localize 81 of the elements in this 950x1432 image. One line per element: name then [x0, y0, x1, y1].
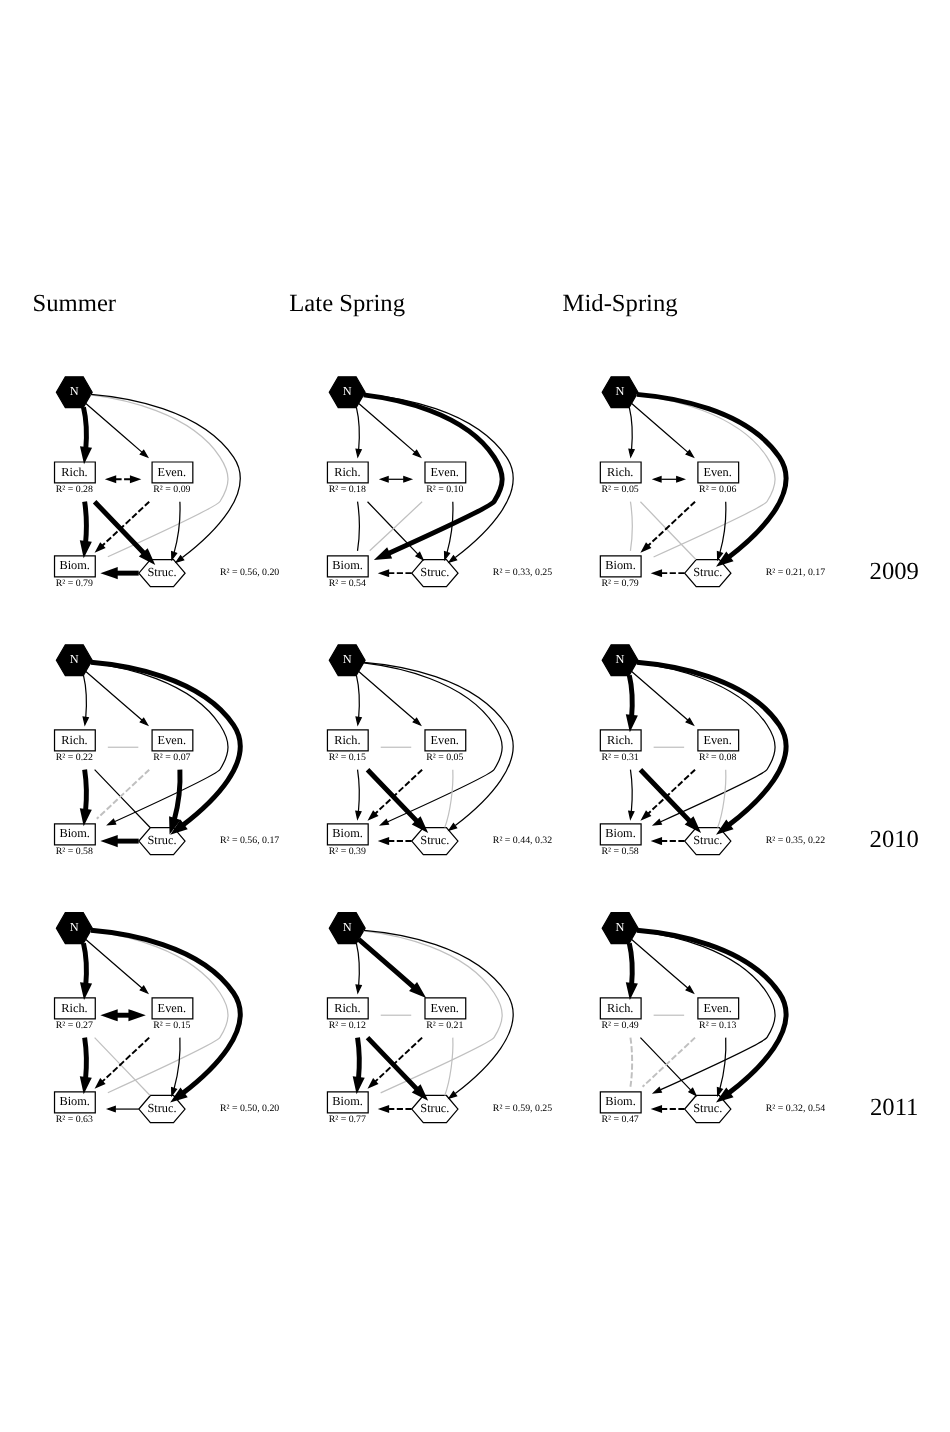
arrow [104, 474, 142, 483]
arrow [625, 941, 638, 1000]
label: Mid-Spring [562, 288, 678, 317]
arrow [85, 669, 149, 726]
connector [717, 768, 727, 828]
connector [629, 500, 633, 551]
arrow [82, 673, 90, 726]
arrow [80, 405, 93, 464]
arrow [625, 673, 638, 732]
arrow [79, 1036, 92, 1094]
connector [641, 1035, 696, 1087]
arrow [716, 1036, 727, 1097]
connector [629, 1035, 634, 1087]
arrow [358, 669, 422, 726]
arrow [100, 566, 139, 579]
connector [635, 393, 776, 557]
label: 2011 [870, 1092, 919, 1121]
connector [95, 767, 151, 819]
arrow [639, 1036, 698, 1096]
arrow [628, 405, 636, 458]
arrow [94, 499, 151, 552]
arrow [171, 500, 181, 561]
arrow [631, 937, 695, 994]
arrow [636, 926, 789, 1102]
label: 2009 [869, 556, 919, 585]
arrow [367, 767, 424, 820]
connector [380, 745, 412, 747]
arrow [377, 836, 413, 845]
arrow [357, 936, 427, 997]
arrow [443, 500, 454, 561]
arrow [377, 568, 413, 577]
arrow [636, 658, 789, 834]
arrow [627, 768, 635, 820]
arrow [79, 768, 92, 826]
arrow [352, 1036, 365, 1094]
arrow [650, 1104, 686, 1113]
arrow [79, 500, 92, 558]
arrow [355, 405, 363, 458]
arrow [638, 766, 702, 832]
arrow [365, 766, 429, 832]
arrow [366, 500, 425, 560]
arrow [90, 926, 243, 1102]
arrow [640, 767, 696, 820]
arrow [650, 836, 686, 845]
arrow [90, 658, 243, 834]
label: Summer [32, 288, 117, 317]
arrow [100, 834, 139, 847]
arrow [85, 401, 149, 458]
arrow [377, 1104, 413, 1113]
connector [380, 1013, 412, 1015]
arrow [358, 401, 422, 458]
arrow [635, 929, 776, 1093]
arrow [631, 401, 695, 458]
arrow [85, 937, 149, 994]
arrow [650, 568, 686, 577]
arrow [355, 673, 363, 726]
connector [444, 1036, 454, 1096]
arrow [367, 1035, 424, 1088]
arrow [365, 1034, 429, 1100]
arrow [92, 499, 156, 564]
label: Late Spring [289, 288, 406, 317]
connector [639, 500, 697, 560]
arrow [631, 669, 695, 726]
arrow [716, 500, 727, 561]
connector [653, 745, 685, 747]
arrow [636, 390, 789, 566]
arrow [80, 941, 93, 1000]
arrow [355, 941, 363, 994]
connector [107, 745, 139, 747]
arrow [106, 1104, 140, 1112]
connector [94, 768, 151, 828]
arrow [640, 499, 696, 552]
label: 2010 [869, 824, 919, 853]
arrow [355, 768, 362, 820]
connector [356, 500, 360, 551]
arrow [635, 661, 776, 825]
connector [369, 500, 423, 551]
arrow [169, 768, 183, 834]
connector [653, 1013, 685, 1015]
connector [444, 768, 454, 828]
arrow [171, 1036, 181, 1097]
